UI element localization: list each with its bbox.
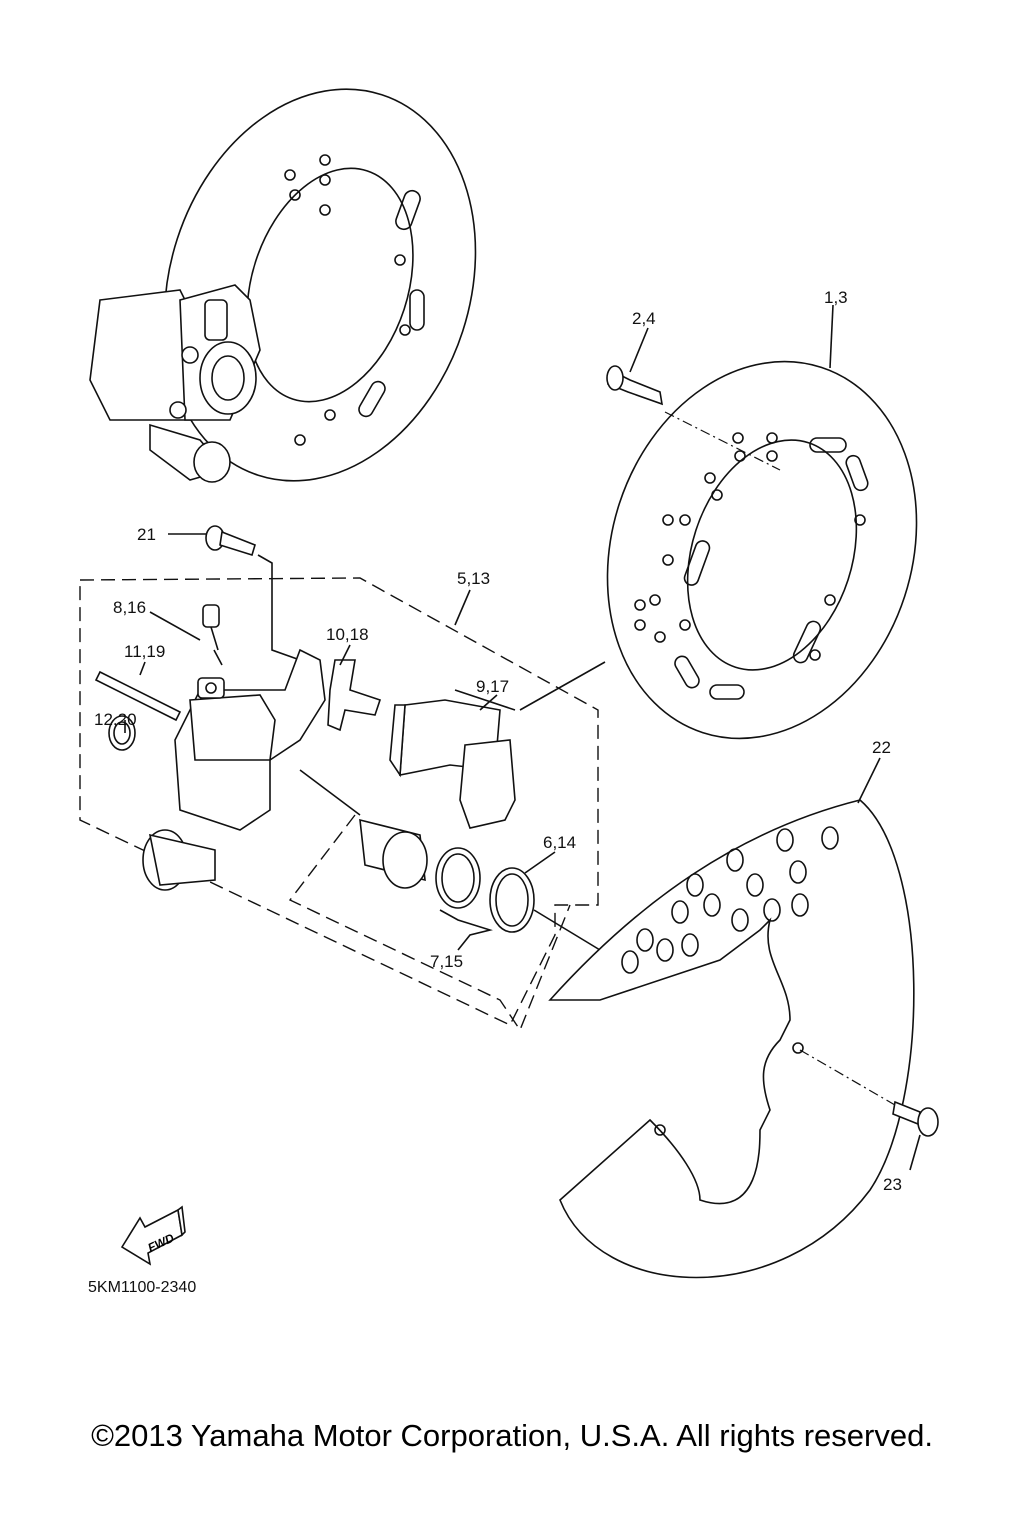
fwd-arrow-icon: FWD <box>120 1205 186 1266</box>
callout-10-18: 10,18 <box>326 625 369 644</box>
callout-8-16: 8,16 <box>113 598 146 617</box>
caliper-body <box>142 648 326 891</box>
callout-5-13: 5,13 <box>457 569 490 588</box>
callout-2-4: 2,4 <box>632 309 656 328</box>
brake-pads <box>389 689 516 829</box>
callout-6-14: 6,14 <box>543 833 576 852</box>
guard-bolt <box>892 1100 939 1137</box>
piston-and-seals <box>299 769 601 951</box>
callout-22: 22 <box>872 738 891 757</box>
copyright-notice: ©2013 Yamaha Motor Corporation, U.S.A. A… <box>91 1418 933 1453</box>
caliper-pin <box>94 670 182 722</box>
callout-9-17: 9,17 <box>476 677 509 696</box>
callout-23: 23 <box>883 1175 902 1194</box>
pad-spring <box>327 659 382 732</box>
callout-7-15: 7,15 <box>430 952 463 971</box>
callout-11-19: 11,19 <box>124 642 165 661</box>
callout-21: 21 <box>137 525 156 544</box>
boot <box>108 715 136 751</box>
diagram-code: 5KM1100-2340 <box>88 1279 196 1296</box>
callout-1-3: 1,3 <box>824 288 848 307</box>
bleed-screw <box>202 604 223 666</box>
caliper-bolt <box>205 525 301 661</box>
leader-lines <box>124 304 921 1171</box>
callout-12-20: 12,20 <box>94 710 137 729</box>
assembled-caliper <box>89 284 261 483</box>
disc-bolt <box>606 365 664 406</box>
disc-guard <box>548 799 915 1279</box>
brake-disc <box>606 360 918 740</box>
